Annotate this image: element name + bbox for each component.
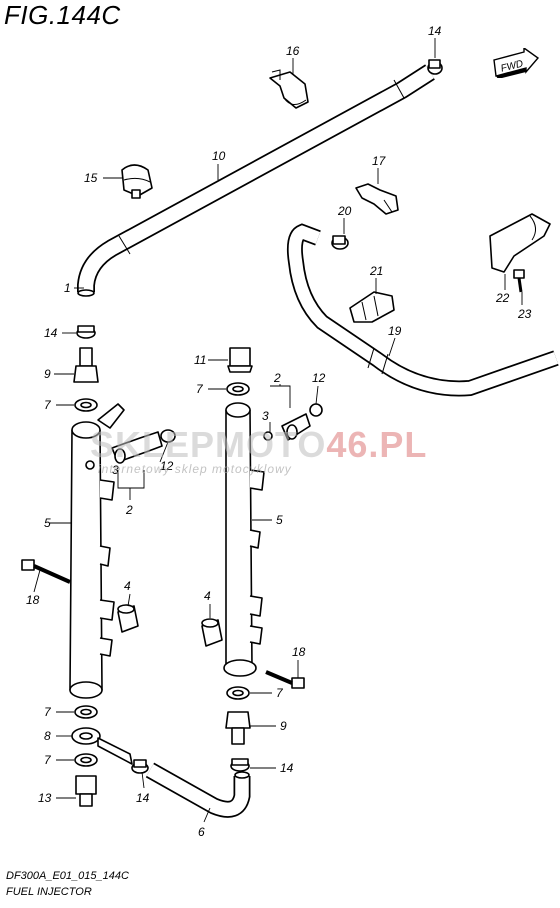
fuel-rail-5-right: [223, 402, 265, 677]
callout-6: 6: [198, 825, 205, 839]
callout-14-top: 14: [428, 24, 442, 38]
callout-15: 15: [84, 171, 98, 185]
callout-2-right: 2: [273, 371, 281, 385]
leader-lines: [33, 38, 523, 823]
clamp-21: [349, 291, 395, 323]
clamp-14-right: [230, 758, 250, 772]
fwd-label: FWD: [500, 58, 525, 74]
callout-12-left: 12: [160, 459, 174, 473]
callout-14-left: 14: [44, 326, 58, 340]
callout-7-left-mid: 7: [44, 705, 52, 719]
callout-10: 10: [212, 149, 226, 163]
spacer-4-left: [117, 604, 139, 633]
fwd-arrow-icon: FWD: [493, 48, 540, 78]
washer-7-right-top-hole: [232, 385, 244, 393]
callout-numbers: 1 10 15 16 14 17 20 21 19 22 23 14 9 7 5…: [26, 24, 532, 839]
callout-7-left-top: 7: [44, 398, 52, 412]
clamp-14-top: [427, 59, 443, 75]
callout-2-left: 2: [125, 503, 133, 517]
bolt-23: [513, 269, 525, 293]
callout-7-right-top: 7: [196, 382, 204, 396]
clamp-14-lower: [131, 759, 149, 774]
callout-17: 17: [372, 154, 387, 168]
clamp-20: [331, 235, 349, 250]
callout-5-right: 5: [276, 513, 283, 527]
callout-9-right: 9: [280, 719, 287, 733]
callout-5-left: 5: [44, 516, 51, 530]
callout-12-right: 12: [312, 371, 326, 385]
hose-19: [286, 223, 559, 397]
callout-3-left: 3: [112, 463, 119, 477]
bracket-22: [489, 213, 551, 273]
injector-right: [263, 403, 323, 441]
figure-title: FIG.144C: [4, 0, 121, 30]
callout-19: 19: [388, 324, 402, 338]
clamp-16: [269, 69, 309, 109]
clamp-14-left: [76, 325, 96, 339]
fitting-9-right: [225, 711, 251, 745]
bolt-13: [75, 775, 97, 807]
callout-21: 21: [369, 264, 383, 278]
fuel-rail-5-left: [69, 403, 125, 699]
callout-7-right-bottom: 7: [276, 686, 284, 700]
callout-8: 8: [44, 729, 51, 743]
washer-7-left-top-hole: [80, 401, 92, 409]
callout-16: 16: [286, 44, 300, 58]
callout-14-lower: 14: [136, 791, 150, 805]
callout-4-right: 4: [204, 589, 211, 603]
washer-7-left-mid-hole: [80, 708, 92, 716]
callout-11: 11: [194, 353, 206, 367]
callout-18-right: 18: [292, 645, 306, 659]
callout-9-left: 9: [44, 367, 51, 381]
callout-20: 20: [337, 204, 352, 218]
clamp-17: [355, 183, 399, 215]
figure-name: FUEL INJECTOR: [6, 886, 92, 898]
callout-7-left-bottom: 7: [44, 753, 52, 767]
plug-11: [227, 347, 253, 373]
figure-code: DF300A_E01_015_144C: [6, 870, 129, 882]
hose-10: [77, 64, 435, 297]
spacer-4-right: [201, 618, 223, 647]
callout-14-right: 14: [280, 761, 294, 775]
callout-3-right: 3: [262, 409, 269, 423]
callout-22: 22: [495, 291, 510, 305]
callout-1: 1: [64, 281, 71, 295]
callout-23: 23: [517, 307, 532, 321]
washer-7-left-bottom-hole: [80, 756, 92, 764]
callout-4-left: 4: [124, 579, 131, 593]
fitting-9-left: [73, 347, 99, 383]
hose-6: [145, 762, 251, 818]
clamp-15: [121, 164, 153, 199]
washer-7-right-bottom-hole: [232, 689, 244, 697]
callout-18-left: 18: [26, 593, 40, 607]
callout-13: 13: [38, 791, 52, 805]
bolt-18-left: [21, 559, 71, 584]
